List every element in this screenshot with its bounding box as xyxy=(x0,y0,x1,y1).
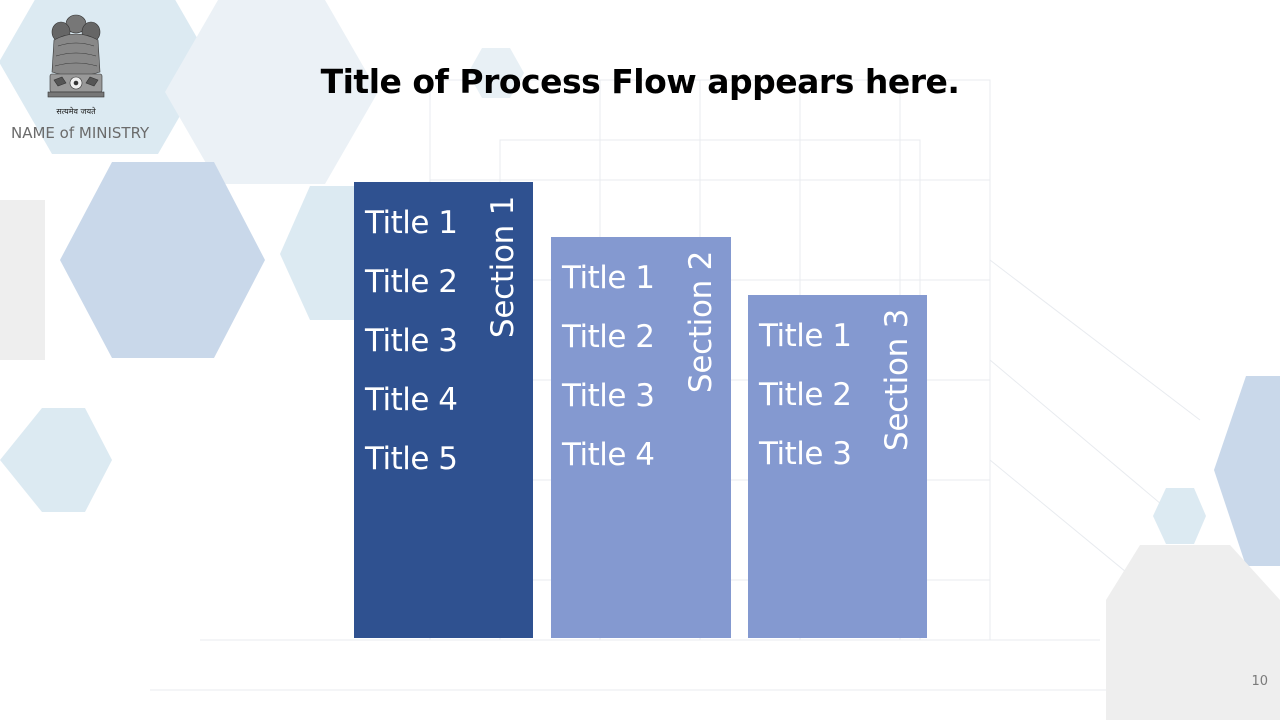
section-2-label-text: Section 2 xyxy=(683,251,719,394)
section-3-label: Section 3 xyxy=(877,295,917,638)
section-3-items: Title 1 Title 2 Title 3 xyxy=(759,307,852,484)
hexagon-shape xyxy=(60,162,265,358)
section-1-item: Title 5 xyxy=(365,441,458,477)
emblem-motto: सत्यमेव जयते xyxy=(56,106,96,116)
state-emblem-icon: सत्यमेव जयते xyxy=(47,14,105,116)
section-1-item: Title 3 xyxy=(365,323,458,359)
hexagon-shape xyxy=(1106,545,1280,720)
section-2-label: Section 2 xyxy=(681,237,721,638)
section-column-2: Title 1 Title 2 Title 3 Title 4 Section … xyxy=(551,237,731,638)
section-column-1: Title 1 Title 2 Title 3 Title 4 Title 5 … xyxy=(354,182,533,638)
section-1-item: Title 2 xyxy=(365,264,458,300)
hexagon-shape xyxy=(1153,488,1206,544)
hexagon-shape xyxy=(1214,376,1280,566)
section-2-item: Title 1 xyxy=(562,260,655,296)
section-1-items: Title 1 Title 2 Title 3 Title 4 Title 5 xyxy=(365,194,458,489)
section-2-item: Title 4 xyxy=(562,437,655,473)
section-3-label-text: Section 3 xyxy=(879,309,915,452)
hexagon-shape xyxy=(0,200,45,360)
hexagon-shape xyxy=(468,48,524,98)
ministry-name: NAME of MINISTRY xyxy=(11,124,150,142)
section-1-label-text: Section 1 xyxy=(485,196,521,339)
section-2-item: Title 2 xyxy=(562,319,655,355)
hexagon-shape xyxy=(165,0,378,184)
section-2-item: Title 3 xyxy=(562,378,655,414)
section-2-items: Title 1 Title 2 Title 3 Title 4 xyxy=(562,249,655,485)
section-1-item: Title 1 xyxy=(365,205,458,241)
section-3-item: Title 1 xyxy=(759,318,852,354)
hexagon-shape xyxy=(0,408,112,512)
hexagon-shape xyxy=(0,0,211,154)
section-1-item: Title 4 xyxy=(365,382,458,418)
slide-title: Title of Process Flow appears here. xyxy=(320,62,960,101)
section-3-item: Title 2 xyxy=(759,377,852,413)
section-1-label: Section 1 xyxy=(483,182,523,638)
section-column-3: Title 1 Title 2 Title 3 Section 3 xyxy=(748,295,927,638)
page-number: 10 xyxy=(1251,674,1268,689)
section-3-item: Title 3 xyxy=(759,436,852,472)
